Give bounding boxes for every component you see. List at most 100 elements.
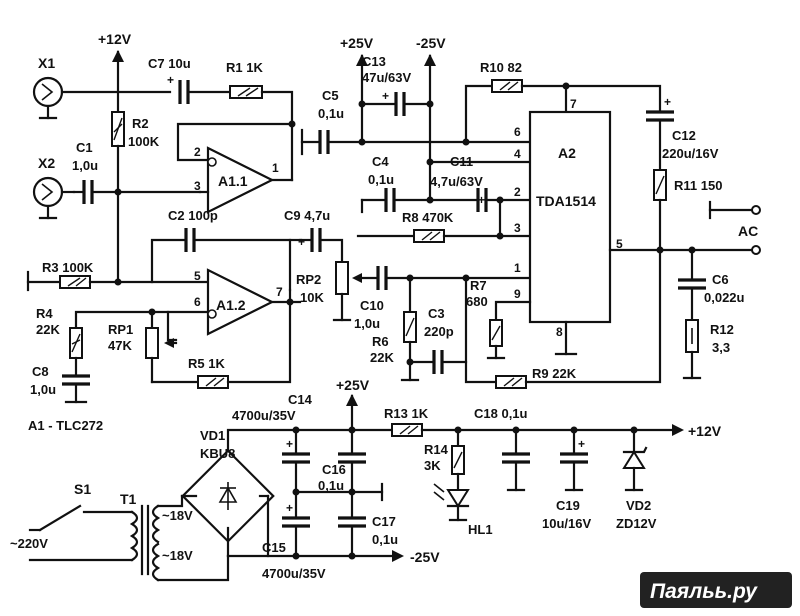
- a11-pin3: 3: [194, 179, 201, 193]
- c18-label: C18 0,1u: [474, 406, 528, 421]
- volume-section: + C9 4,7u RP2 10K C10 1,0u: [284, 208, 532, 331]
- vd1-value: KBU8: [200, 446, 235, 461]
- s1-switch-icon: [28, 504, 134, 562]
- c15-plus: +: [286, 501, 293, 515]
- plus25-low-label: +25V: [336, 377, 370, 393]
- rp1-potentiometer: [145, 327, 159, 359]
- c11-value: 4,7u/63V: [430, 174, 483, 189]
- r4-label: R4: [36, 306, 53, 321]
- r10-label: R10 82: [480, 60, 522, 75]
- c3-value: 220p: [424, 324, 454, 339]
- c9-plus: +: [298, 235, 305, 249]
- r3-label: R3 100K: [42, 260, 94, 275]
- r4-value: 22K: [36, 322, 60, 337]
- c3-label: C3: [428, 306, 445, 321]
- c12-value: 220u/16V: [662, 146, 719, 161]
- plus12-low-arrow-icon: [672, 424, 684, 436]
- c11-label: C11: [450, 154, 473, 169]
- rp2-potentiometer: [335, 261, 349, 295]
- r11-label: R11 150: [674, 178, 722, 193]
- pin8-label: 8: [556, 325, 563, 339]
- r8-label: R8 470K: [402, 210, 454, 225]
- tda-label: TDA1514: [536, 193, 596, 209]
- plus25-label: +25V: [340, 35, 374, 51]
- c19-plus: +: [578, 437, 585, 451]
- pin6-label: 6: [514, 125, 521, 139]
- power-amp-section: +25V -25V + C13 47u/63V C5 0,1u R10 82: [300, 35, 761, 389]
- r12-label: R12: [710, 322, 734, 337]
- r2-value: 100K: [128, 134, 160, 149]
- c16-label: C16: [322, 462, 346, 477]
- c10-label: C10: [360, 298, 384, 313]
- r2-label: R2: [132, 116, 149, 131]
- r14-label: R14: [424, 442, 449, 457]
- pin1-label: 1: [514, 261, 521, 275]
- ac-label: AC: [738, 223, 758, 239]
- minus25-low-arrow-icon: [392, 550, 404, 562]
- x1-jack-icon: [32, 76, 172, 120]
- minus25-label: -25V: [416, 35, 446, 51]
- r9-label: R9 22K: [532, 366, 577, 381]
- c4-value: 0,1u: [368, 172, 394, 187]
- c2-label: C2 100p: [168, 208, 218, 223]
- c9-label: C9 4,7u: [284, 208, 330, 223]
- r7-value: 680: [466, 294, 488, 309]
- a12-pin6: 6: [194, 295, 201, 309]
- r6-label: R6: [372, 334, 389, 349]
- r14-value: 3K: [424, 458, 441, 473]
- t1-transformer-icon: [129, 504, 161, 582]
- a12-opamp: [206, 268, 275, 336]
- rp1-label: RP1: [108, 322, 133, 337]
- c19-label: C19: [556, 498, 580, 513]
- c1-label: C1: [76, 140, 93, 155]
- watermark-badge: [640, 572, 792, 608]
- minus25-low-label: -25V: [410, 549, 440, 565]
- a11-label: A1.1: [218, 173, 248, 189]
- pin9-label: 9: [514, 287, 521, 301]
- pin5-label: 5: [616, 237, 623, 251]
- x1-label: X1: [38, 55, 55, 71]
- c17-label: C17: [372, 514, 396, 529]
- r5-label: R5 1K: [188, 356, 225, 371]
- c8-label: C8: [32, 364, 49, 379]
- c5-label: C5: [322, 88, 339, 103]
- mains-label: ~220V: [10, 536, 48, 551]
- rp2-label: RP2: [296, 272, 321, 287]
- x2-jack-icon: [32, 176, 76, 220]
- a11-opamp: [206, 146, 275, 214]
- c16-value: 0,1u: [318, 478, 344, 493]
- plus12-arrow-icon: [112, 50, 124, 62]
- c14-plus: +: [286, 437, 293, 451]
- c12-plus: +: [664, 95, 671, 109]
- vd2-value: ZD12V: [616, 516, 657, 531]
- c12-label: C12: [672, 128, 696, 143]
- c7-plus: +: [167, 73, 174, 87]
- vd2-label: VD2: [626, 498, 651, 513]
- s1-label: S1: [74, 481, 91, 497]
- plus12-top-label: +12V: [98, 31, 132, 47]
- pin7-label: 7: [570, 97, 577, 111]
- c13-value: 47u/63V: [362, 70, 411, 85]
- c5-value: 0,1u: [318, 106, 344, 121]
- c19-value: 10u/16V: [542, 516, 591, 531]
- r6-value: 22K: [370, 350, 394, 365]
- c6-label: C6: [712, 272, 729, 287]
- c15-value: 4700u/35V: [262, 566, 326, 581]
- c15-label: C15: [262, 540, 286, 555]
- r12-value: 3,3: [712, 340, 730, 355]
- rp2-value: 10K: [300, 290, 324, 305]
- watermark-text: Паяльь.ру: [650, 580, 758, 603]
- a12-pin5: 5: [194, 269, 201, 283]
- t1-sec2-label: ~18V: [162, 548, 193, 563]
- power-supply-section: +25V C14 4700u/35V R13 1K C18 0,1u +12V …: [10, 377, 722, 582]
- r1-label: R1 1K: [226, 60, 263, 75]
- rp1-value: 47K: [108, 338, 132, 353]
- x2-label: X2: [38, 155, 55, 171]
- c7-label: C7 10u: [148, 56, 191, 71]
- t1-sec1-label: ~18V: [162, 508, 193, 523]
- c14-value: 4700u/35V: [232, 408, 296, 423]
- r7-label: R7: [470, 278, 487, 293]
- c14-label: C14: [288, 392, 313, 407]
- a12-label: A1.2: [216, 297, 246, 313]
